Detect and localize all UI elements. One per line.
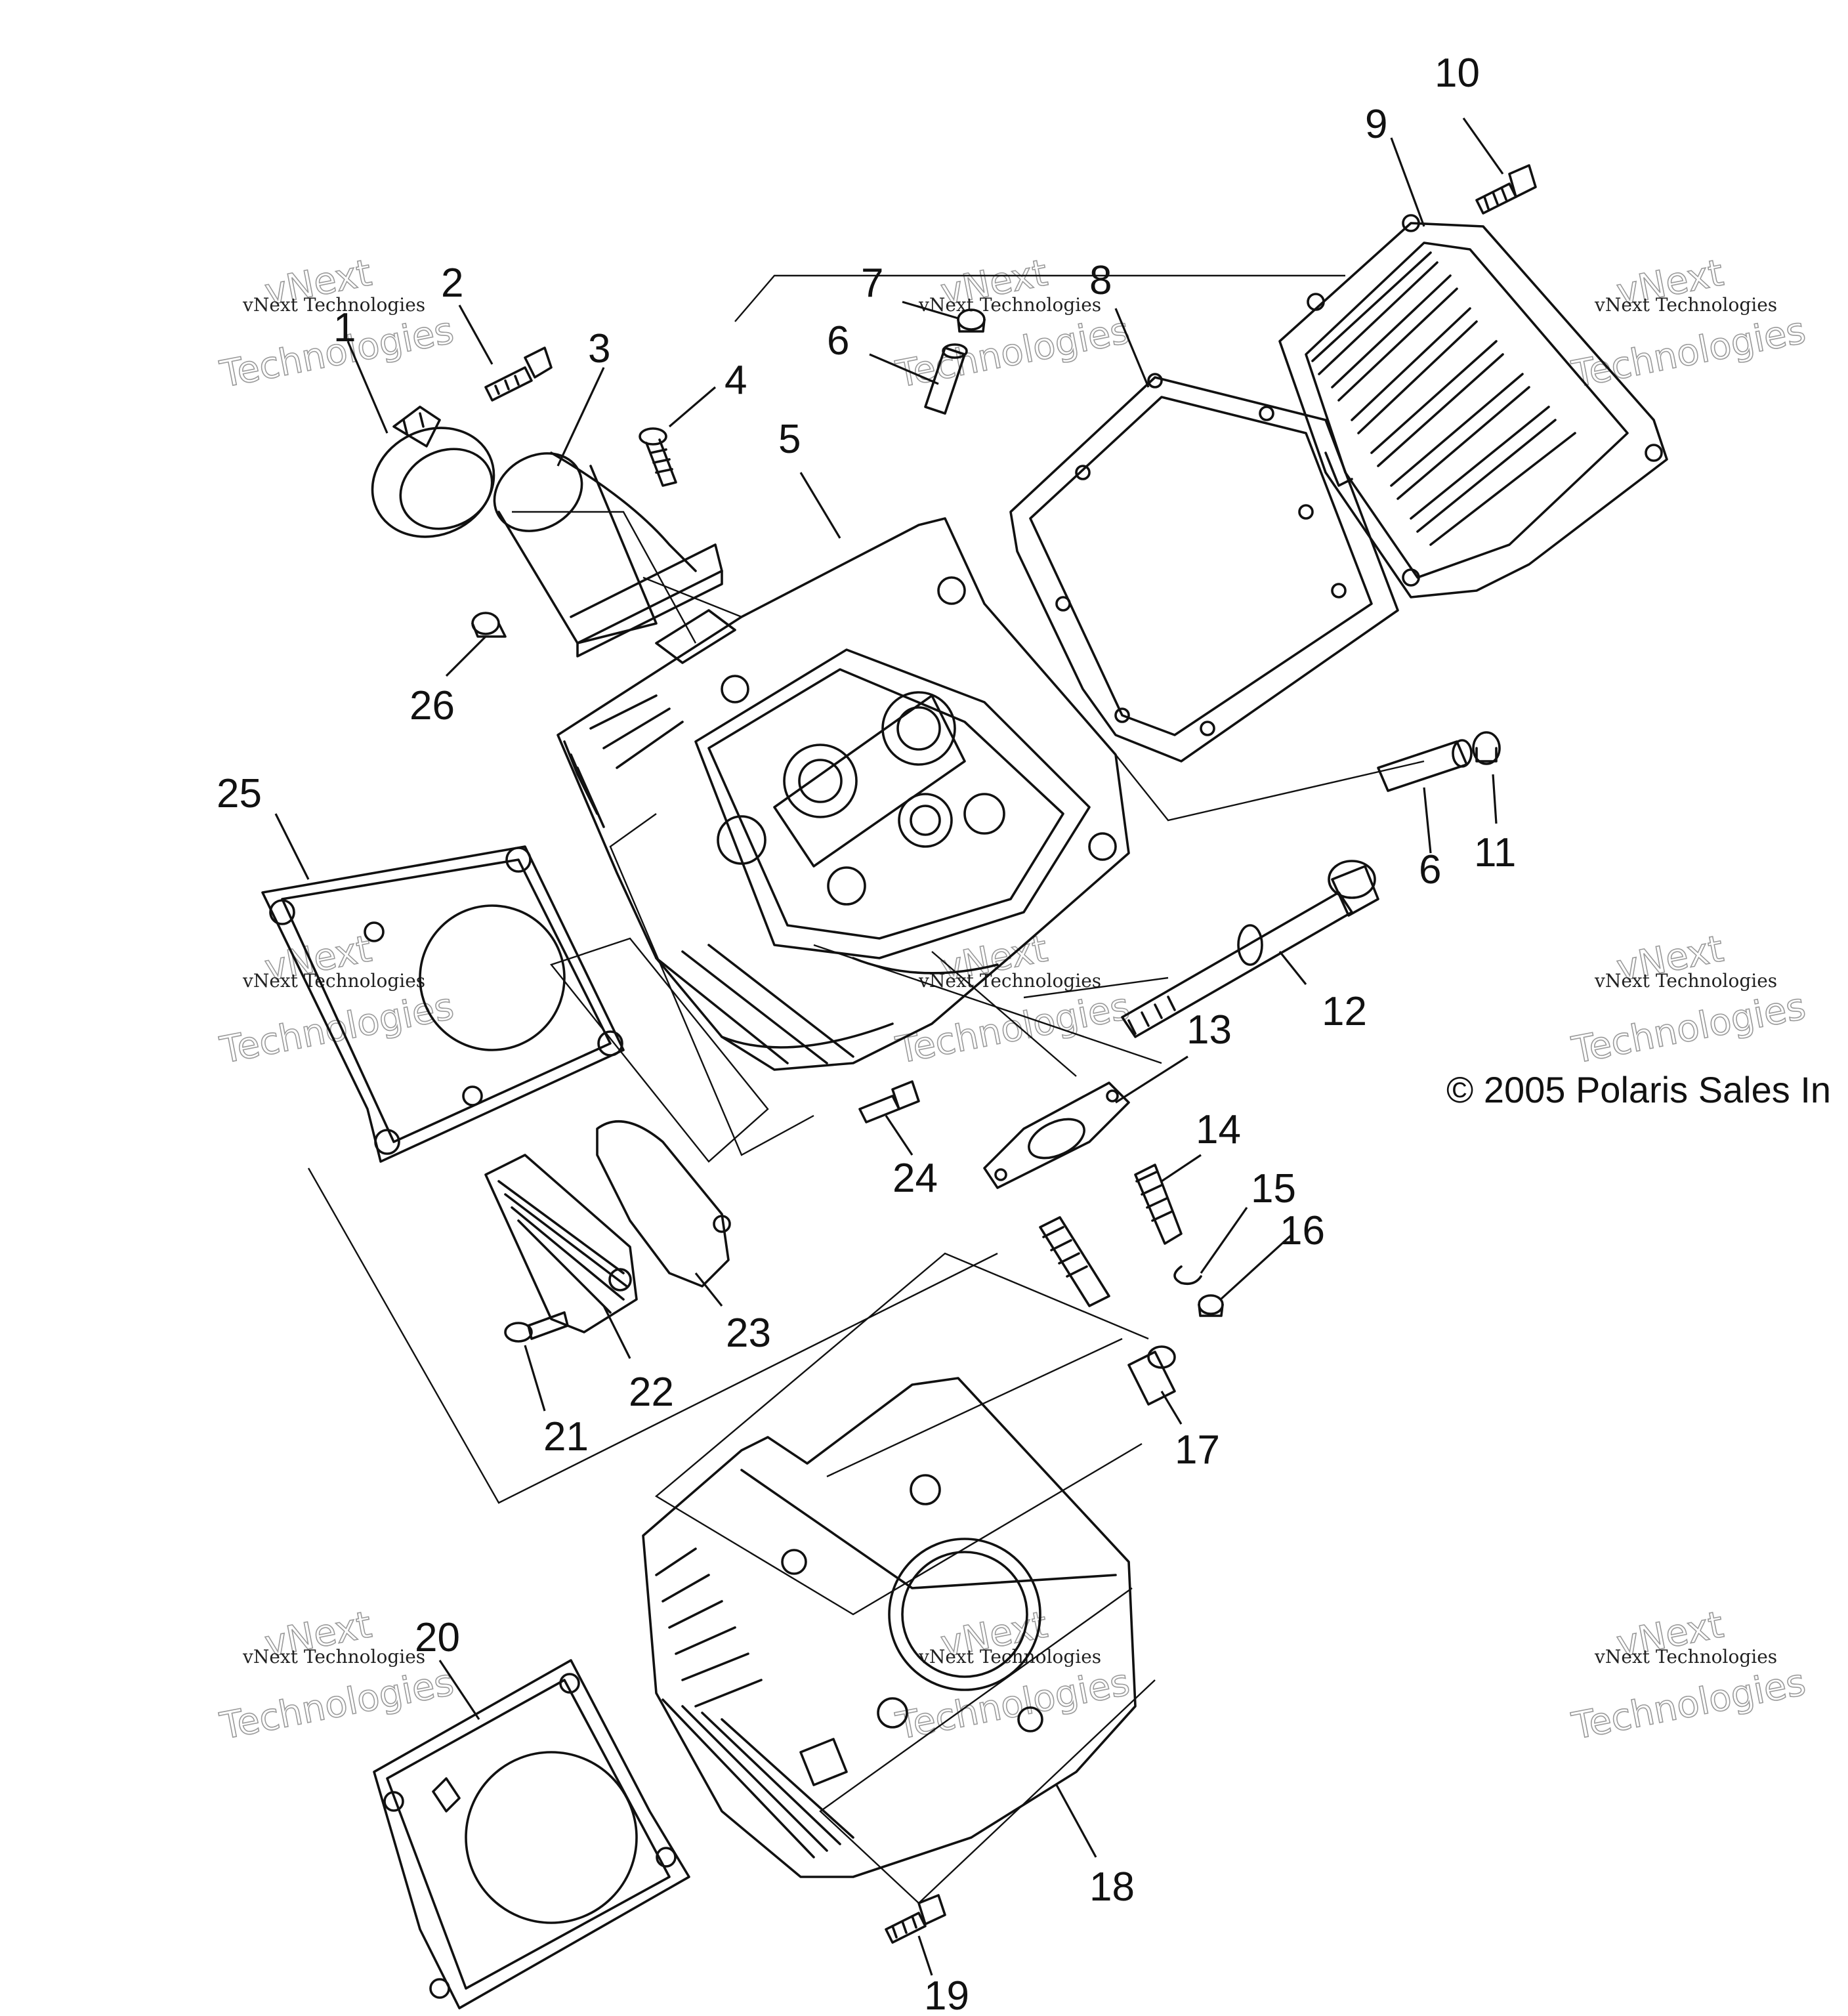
head-gasket-part bbox=[261, 845, 625, 1163]
watermark-text: Technologies bbox=[892, 309, 1133, 396]
watermark-text: vNext Technologies bbox=[918, 294, 1101, 316]
hex-nut-part bbox=[1198, 1294, 1224, 1317]
side-cover-gasket-part bbox=[596, 1120, 731, 1288]
watermark-text: vNext Technologies bbox=[242, 294, 425, 316]
side-cover-part bbox=[484, 1154, 638, 1334]
stud-part bbox=[1134, 1164, 1183, 1245]
callout-26: 26 bbox=[410, 683, 455, 728]
dowel-pin-lower-part bbox=[1127, 1345, 1176, 1406]
watermark-text: Technologies bbox=[892, 985, 1133, 1072]
watermark-mid-right: Technologies vNext vNext Technologies bbox=[1568, 927, 1809, 1073]
intake-boot-part bbox=[493, 452, 723, 658]
watermark-text: vNext Technologies bbox=[1594, 294, 1777, 316]
watermark-text: Technologies bbox=[217, 985, 457, 1072]
watermark-bottom-mid: Technologies vNext vNext Technologies bbox=[892, 1603, 1133, 1749]
callout-16: 16 bbox=[1280, 1208, 1325, 1253]
callout-22: 22 bbox=[629, 1370, 674, 1415]
callout-13: 13 bbox=[1186, 1007, 1232, 1053]
dowel-pin-right-part bbox=[1377, 739, 1473, 792]
valve-cover-gasket-part bbox=[1009, 373, 1399, 763]
callout-6-right: 6 bbox=[1419, 847, 1441, 892]
watermark-text: vNext Technologies bbox=[1594, 1646, 1777, 1668]
head-stud-part bbox=[1121, 860, 1379, 1038]
callout-1: 1 bbox=[333, 305, 356, 350]
callout-8: 8 bbox=[1089, 258, 1112, 303]
cylinder-part bbox=[642, 1377, 1137, 1878]
dowel-pin-top-part bbox=[924, 343, 968, 415]
callout-10: 10 bbox=[1435, 51, 1480, 96]
callout-2: 2 bbox=[441, 261, 463, 306]
callout-7: 7 bbox=[861, 261, 883, 306]
callout-6-top: 6 bbox=[827, 318, 849, 364]
valve-cover-part bbox=[1278, 214, 1668, 598]
callout-11: 11 bbox=[1474, 830, 1516, 875]
callout-23: 23 bbox=[726, 1311, 771, 1356]
nut-part bbox=[957, 308, 986, 333]
lock-washer-part bbox=[1173, 1265, 1202, 1286]
watermark-mid-mid: Technologies vNext vNext Technologies bbox=[892, 927, 1133, 1073]
callout-24: 24 bbox=[892, 1156, 938, 1201]
copyright-notice: © 2005 Polaris Sales In bbox=[1446, 1069, 1831, 1110]
callout-17: 17 bbox=[1175, 1427, 1220, 1473]
callout-4: 4 bbox=[724, 358, 747, 403]
watermark-text: vNext Technologies bbox=[242, 970, 425, 992]
callout-3: 3 bbox=[588, 326, 610, 371]
watermark-top-right: Technologies vNext vNext Technologies bbox=[1568, 251, 1809, 397]
cylinder-bolt-part bbox=[885, 1894, 946, 1944]
watermark-text: vNext Technologies bbox=[1594, 970, 1777, 992]
head-side-bolt-part bbox=[858, 1080, 920, 1124]
watermark-text: Technologies bbox=[1568, 1661, 1809, 1748]
callout-19: 19 bbox=[924, 1973, 969, 2016]
watermark-mid-left: Technologies vNext vNext Technologies bbox=[216, 927, 457, 1073]
base-gasket-part bbox=[373, 1659, 690, 2009]
leader-lines bbox=[274, 117, 1504, 1976]
callout-9: 9 bbox=[1365, 102, 1387, 147]
callout-20: 20 bbox=[415, 1615, 460, 1660]
dowel-pin-left-part bbox=[471, 612, 507, 638]
cylinder-head-part bbox=[556, 517, 1130, 1071]
callout-18: 18 bbox=[1089, 1864, 1135, 1910]
watermark-bottom-right: Technologies vNext vNext Technologies bbox=[1568, 1603, 1809, 1749]
clamp-part bbox=[371, 406, 495, 538]
nut-right-part bbox=[1472, 731, 1501, 765]
callout-labels: 1 2 3 4 5 6 7 8 9 10 11 6 12 13 14 15 16… bbox=[217, 51, 1516, 2016]
watermark-text: Technologies bbox=[217, 1661, 457, 1748]
clamp-screw-part bbox=[484, 346, 553, 402]
watermark-text: Technologies bbox=[1568, 309, 1809, 396]
boot-screw-part bbox=[639, 427, 677, 487]
side-cover-bolt-part bbox=[504, 1311, 569, 1343]
watermark-text: vNext Technologies bbox=[242, 1646, 425, 1668]
callout-15: 15 bbox=[1251, 1166, 1296, 1211]
exhaust-gasket-part bbox=[983, 1082, 1130, 1189]
callout-25: 25 bbox=[217, 771, 262, 816]
cover-bolt-part bbox=[1475, 164, 1537, 215]
callout-14: 14 bbox=[1196, 1107, 1241, 1152]
callout-12: 12 bbox=[1322, 989, 1367, 1034]
assembly-lines bbox=[307, 274, 1425, 1904]
callout-21: 21 bbox=[543, 1414, 589, 1460]
stud-lower-part bbox=[1039, 1216, 1110, 1307]
watermark-text: Technologies bbox=[1568, 985, 1809, 1072]
callout-5: 5 bbox=[778, 417, 801, 462]
